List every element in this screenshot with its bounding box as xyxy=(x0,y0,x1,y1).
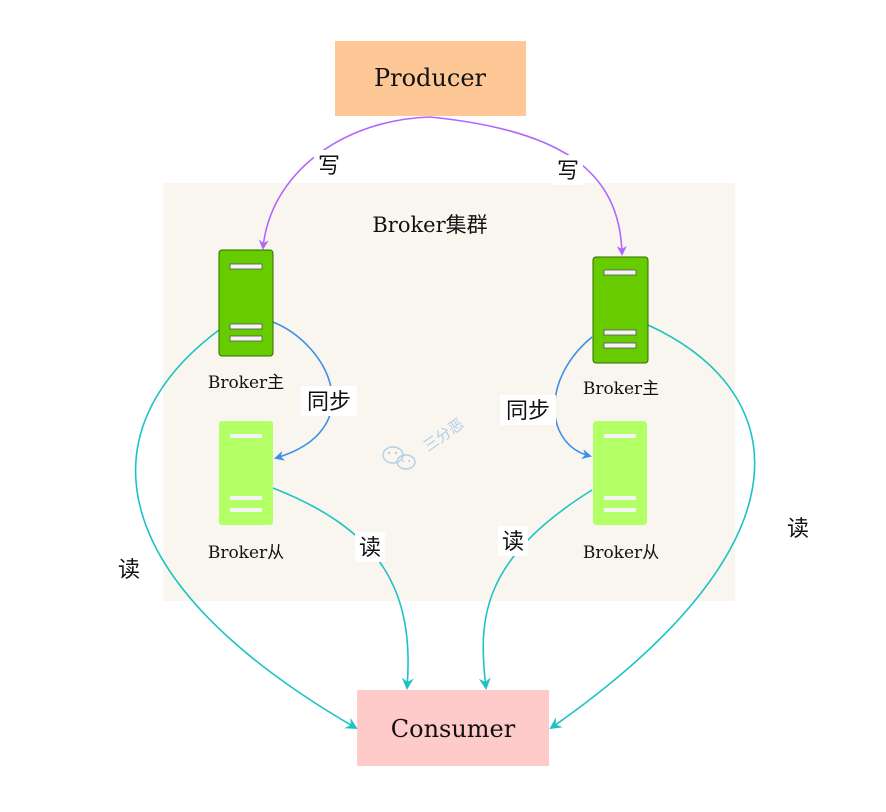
read-label-right-master: 读 xyxy=(783,513,813,543)
consumer-node: Consumer xyxy=(357,690,549,766)
consumer-label: Consumer xyxy=(391,715,516,743)
read-edge-left-master xyxy=(134,329,358,730)
read-edge-right-master xyxy=(549,324,756,730)
wechat-icon xyxy=(382,446,416,470)
svg-text:写: 写 xyxy=(318,154,340,179)
broker-left-master-server-icon xyxy=(218,249,274,357)
producer-node: Producer xyxy=(335,41,526,116)
broker-right-slave-label: Broker从 xyxy=(583,543,659,563)
svg-text:读: 读 xyxy=(359,536,381,561)
producer-label: Producer xyxy=(374,64,487,92)
read-label-left-slave: 读 xyxy=(355,532,385,562)
broker-cluster-label: Broker集群 xyxy=(372,213,487,237)
svg-text:读: 读 xyxy=(118,558,140,583)
broker-right-master-server-icon xyxy=(592,256,649,364)
broker-left-slave-server-icon xyxy=(219,421,273,525)
broker-left-slave-label: Broker从 xyxy=(208,543,284,563)
broker-left-master-label: Broker主 xyxy=(208,373,284,393)
svg-text:读: 读 xyxy=(787,517,809,542)
read-edge-left-slave xyxy=(272,487,414,690)
svg-text:同步: 同步 xyxy=(506,399,550,424)
sync-label-left: 同步 xyxy=(301,386,357,416)
sync-label-right: 同步 xyxy=(500,395,556,425)
read-label-left-master: 读 xyxy=(114,554,144,584)
read-edge-right-slave xyxy=(478,489,593,690)
read-label-right-slave: 读 xyxy=(498,526,528,556)
svg-text:读: 读 xyxy=(502,530,524,555)
write-label-left: 写 xyxy=(314,150,344,180)
broker-right-slave-server-icon xyxy=(593,421,647,525)
write-label-right: 写 xyxy=(553,155,583,185)
broker-right-master-label: Broker主 xyxy=(583,379,659,399)
svg-text:同步: 同步 xyxy=(307,390,351,415)
svg-text:写: 写 xyxy=(557,159,579,184)
